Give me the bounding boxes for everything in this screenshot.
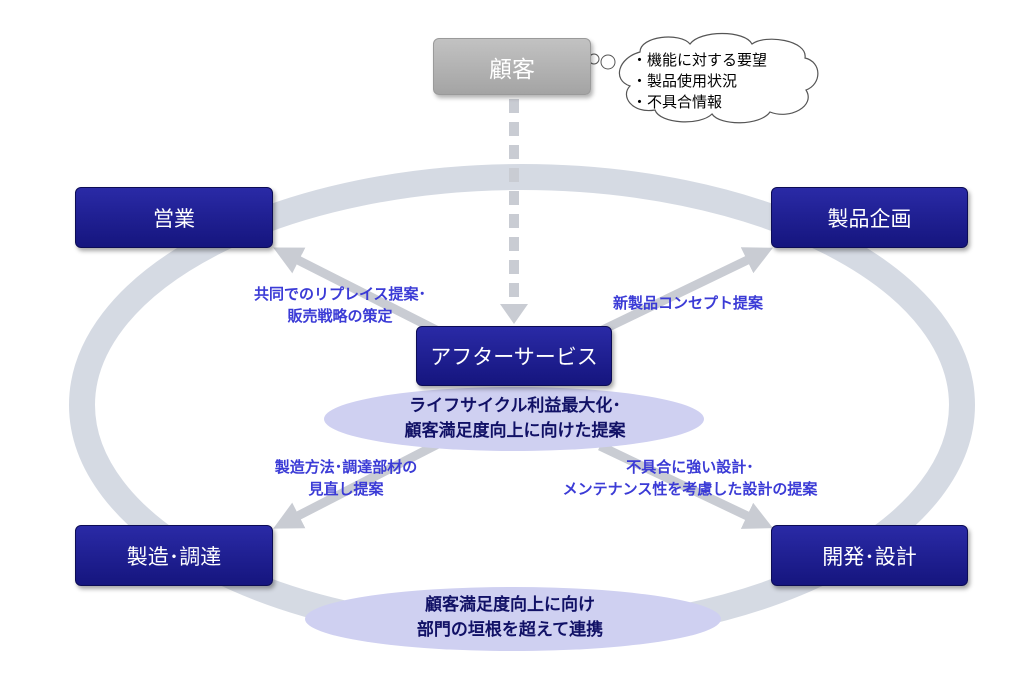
customer-label: 顧客 <box>489 56 535 83</box>
ellipse-line: 顧客満足度向上に向け <box>425 595 595 615</box>
arrow-label-planning: 新製品コンセプト提案 <box>588 292 788 314</box>
thought-bubble-text: ・機能に対する要望 ・製品使用状況 ・不具合情報 <box>632 50 807 113</box>
arrow-to-sales <box>273 247 455 343</box>
center-ellipse-text: ライフサイクル利益最大化･ 顧客満足度向上に向けた提案 <box>340 394 690 444</box>
thought-item: ・不具合情報 <box>632 93 723 111</box>
development-box: 開発･設計 <box>771 525 968 586</box>
ellipse-line: 部門の垣根を超えて連携 <box>416 620 604 640</box>
customer-box: 顧客 <box>433 38 591 95</box>
ellipse-line: 顧客満足度向上に向けた提案 <box>404 421 626 441</box>
arrow-label-line: 製造方法･調達部材の <box>274 458 418 476</box>
manufacturing-box: 製造･調達 <box>75 525 273 586</box>
arrow-label-development: 不具合に強い設計･ メンテナンス性を考慮した設計の提案 <box>532 456 848 500</box>
arrow-label-line: 新製品コンセプト提案 <box>612 294 763 312</box>
arrow-label-sales: 共同でのリプレイス提案･ 販売戦略の策定 <box>222 283 458 327</box>
product-planning-box: 製品企画 <box>771 187 968 248</box>
arrow-label-line: メンテナンス性を考慮した設計の提案 <box>562 480 818 498</box>
after-service-box: アフターサービス <box>416 326 612 386</box>
after-service-label: アフターサービス <box>430 345 598 369</box>
arrow-label-line: 販売戦略の策定 <box>287 307 393 325</box>
arrow-label-line: 不具合に強い設計･ <box>626 458 754 476</box>
center-ellipse-shape <box>324 387 704 451</box>
arrow-to-manufacturing <box>273 439 441 529</box>
arrow-label-line: 共同でのリプレイス提案･ <box>253 285 427 303</box>
product-planning-label: 製品企画 <box>827 206 912 231</box>
thought-item: ・機能に対する要望 <box>632 51 768 69</box>
development-label: 開発･設計 <box>822 544 917 569</box>
bottom-ellipse-shape <box>305 587 721 651</box>
ellipse-line: ライフサイクル利益最大化･ <box>409 396 621 416</box>
arrow-to-development <box>598 441 774 529</box>
customer-arrowhead <box>500 304 528 324</box>
arrow-label-manufacturing: 製造方法･調達部材の 見直し提案 <box>238 456 454 500</box>
sales-label: 営業 <box>153 206 195 231</box>
sales-box: 営業 <box>75 187 273 248</box>
bottom-ellipse-text: 顧客満足度向上に向け 部門の垣根を超えて連携 <box>310 593 710 643</box>
manufacturing-label: 製造･調達 <box>126 544 222 569</box>
arrow-to-planning <box>588 247 773 341</box>
arrow-label-line: 見直し提案 <box>308 480 384 498</box>
thought-item: ・製品使用状況 <box>632 72 738 90</box>
